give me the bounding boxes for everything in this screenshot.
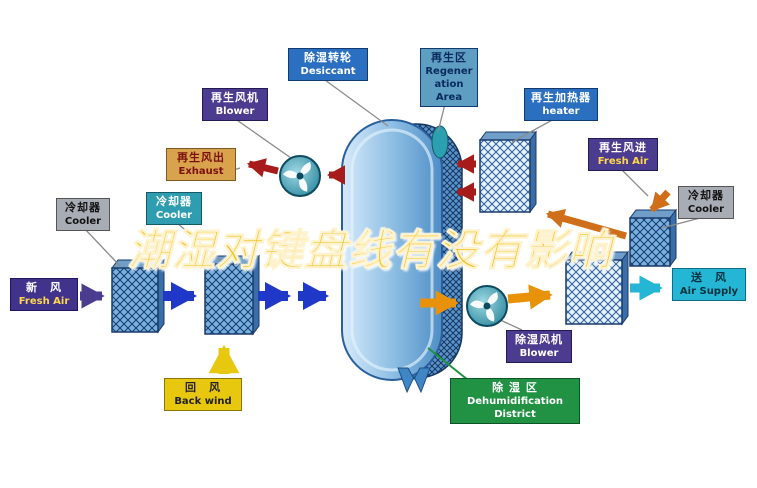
- label-desiccant-wheel-zh: 除湿转轮: [304, 51, 352, 64]
- mixing-box: [204, 254, 260, 336]
- label-dehumid-district: 除 湿 区 Dehumidification District: [450, 378, 580, 425]
- label-regeneration-area: 再生区 Regeneration Area: [420, 48, 478, 108]
- label-cooler-mid-en: Cooler: [155, 210, 193, 222]
- watermark-text: 潮湿对键盘线有没有影响: [128, 226, 612, 277]
- label-dehumid-district-zh: 除 湿 区: [492, 381, 538, 394]
- label-cooler-right: 冷却器 Cooler: [678, 186, 734, 220]
- label-desiccant-wheel-en: Desiccant: [300, 66, 356, 78]
- label-fresh-air-zh: 新 风: [26, 281, 62, 294]
- dehumid-district-line: [427, 347, 469, 381]
- label-dehumid-blower-en: Blower: [519, 348, 559, 360]
- label-air-supply-zh: 送 风: [691, 271, 727, 284]
- label-dehumid-blower: 除湿风机 Blower: [506, 330, 572, 364]
- label-cooler-left: 冷却器 Cooler: [56, 198, 110, 232]
- label-air-supply: 送 风 Air Supply: [672, 268, 746, 302]
- regen-heater-box: [479, 130, 537, 214]
- label-regen-blower-en: Blower: [215, 106, 255, 118]
- exhaust-arrow-2: [246, 158, 279, 178]
- label-dehumid-blower-zh: 除湿风机: [515, 333, 563, 346]
- label-cooler-right-en: Cooler: [687, 204, 725, 216]
- label-desiccant-wheel: 除湿转轮 Desiccant: [288, 48, 368, 82]
- label-exhaust-zh: 再生风出: [177, 151, 225, 164]
- label-dehumid-district-en: Dehumidification District: [466, 396, 564, 421]
- label-air-supply-en: Air Supply: [679, 286, 739, 298]
- label-regeneration-area-zh: 再生区: [431, 51, 467, 64]
- label-exhaust: 再生风出 Exhaust: [166, 148, 236, 182]
- airflow-arrows: [80, 154, 671, 374]
- dehumid-fan: [466, 285, 508, 327]
- wheel-ribbon: [397, 367, 431, 394]
- label-cooler-right-zh: 冷却器: [688, 189, 724, 202]
- label-regeneration-area-en: Regeneration Area: [425, 66, 473, 104]
- regen-intake-arrow-1: [649, 189, 671, 213]
- label-cooler-mid-zh: 冷却器: [156, 195, 192, 208]
- label-cooler-left-zh: 冷却器: [65, 201, 101, 214]
- label-regen-heater: 再生加热器 heater: [524, 88, 598, 122]
- label-fresh-air: 新 风 Fresh Air: [10, 278, 78, 312]
- label-regen-blower-zh: 再生风机: [211, 91, 259, 104]
- label-regen-fresh-air-zh: 再生风进: [599, 141, 647, 154]
- dry-air-arrow-2: [507, 284, 553, 310]
- cooler-box-left: [111, 258, 165, 334]
- label-back-wind-en: Back wind: [174, 396, 232, 408]
- desiccant-wheel: [341, 119, 463, 394]
- label-regen-fresh-air: 再生风进 Fresh Air: [588, 138, 658, 172]
- label-back-wind-zh: 回 风: [185, 381, 221, 394]
- label-regen-blower: 再生风机 Blower: [202, 88, 268, 122]
- label-cooler-left-en: Cooler: [64, 216, 102, 228]
- regeneration-sector: [431, 125, 449, 159]
- supply-box: [565, 250, 629, 326]
- regen-intake-arrow-2: [545, 208, 627, 240]
- label-cooler-mid: 冷却器 Cooler: [146, 192, 202, 226]
- regen-fan: [279, 155, 321, 197]
- label-regen-fresh-air-en: Fresh Air: [597, 156, 649, 168]
- label-fresh-air-en: Fresh Air: [18, 296, 70, 308]
- regen-cooler-box: [629, 208, 677, 268]
- label-exhaust-en: Exhaust: [178, 166, 224, 178]
- label-regen-heater-zh: 再生加热器: [531, 91, 591, 104]
- label-regen-heater-en: heater: [542, 106, 580, 118]
- label-back-wind: 回 风 Back wind: [164, 378, 242, 412]
